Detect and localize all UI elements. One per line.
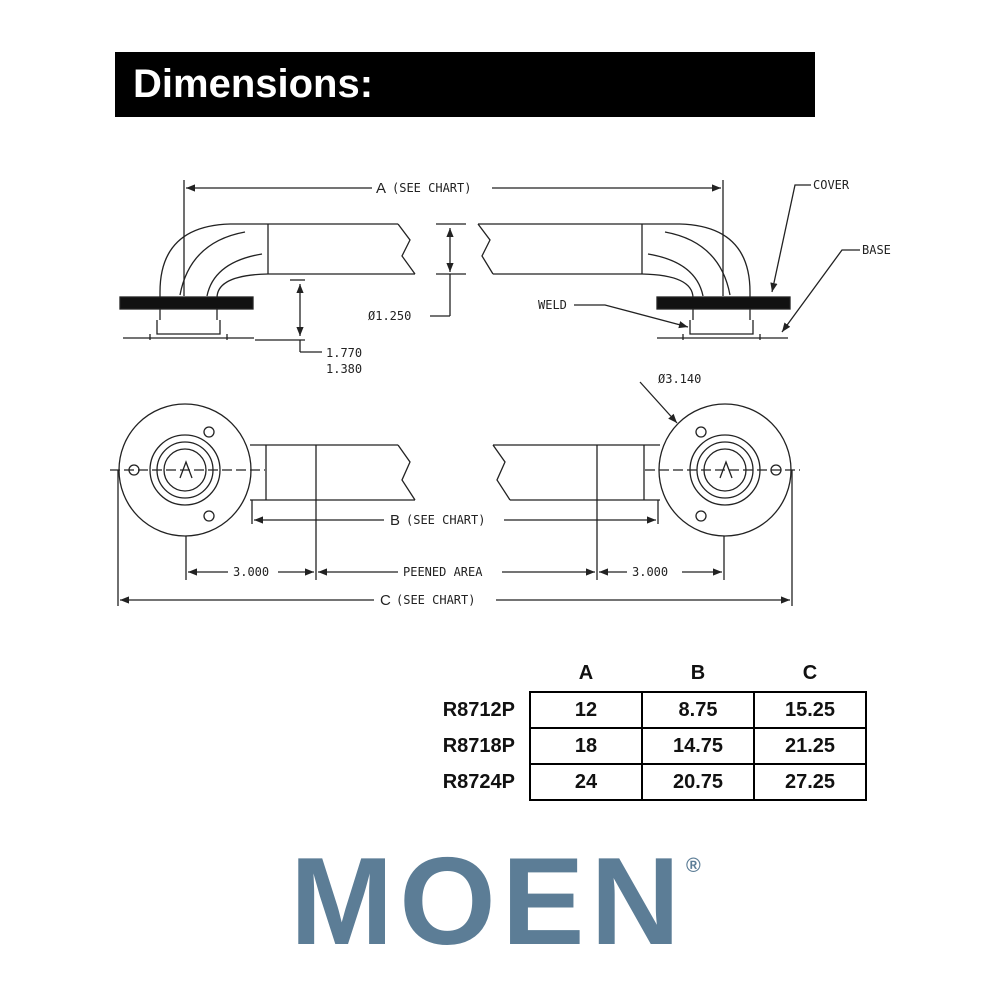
registered-mark: ® (686, 855, 701, 877)
dimensions-table: A B C R8712P 12 8.75 15.25 R8718P 18 14.… (420, 655, 867, 801)
column-header: A (578, 661, 594, 684)
label-cover: COVER (813, 178, 850, 192)
table-cell: 21.25 (753, 727, 867, 765)
label-peened: PEENED AREA (403, 565, 483, 579)
model-number: R8718P (442, 734, 515, 757)
table-cell: 15.25 (753, 691, 867, 729)
page-title: Dimensions: (115, 52, 815, 117)
brand-name: MOEN (290, 833, 686, 971)
label-c: C (380, 592, 391, 609)
brand-logo: MOEN® (290, 840, 701, 964)
label-a-note: (SEE CHART) (392, 181, 471, 195)
label-height-1: 1.770 (326, 346, 362, 360)
table-row: R8724P 24 20.75 27.25 (420, 763, 867, 801)
label-tube-diameter: Ø1.250 (368, 309, 411, 323)
label-dim-right: 3.000 (632, 565, 668, 579)
label-flange-diameter: Ø3.140 (658, 372, 701, 386)
label-base: BASE (862, 243, 891, 257)
side-view (119, 180, 860, 353)
table-cell: 20.75 (641, 763, 755, 801)
table-cell: 8.75 (641, 691, 755, 729)
table-cell: 24 (529, 763, 643, 801)
table-cell: 18 (529, 727, 643, 765)
model-number: R8724P (442, 770, 515, 793)
model-number: R8712P (442, 698, 515, 721)
label-height-2: 1.380 (326, 362, 362, 376)
table-row: R8718P 18 14.75 21.25 (420, 727, 867, 765)
table-cell: 12 (529, 691, 643, 729)
table-row: R8712P 12 8.75 15.25 (420, 691, 867, 729)
label-b-note: (SEE CHART) (406, 513, 485, 527)
label-c-note: (SEE CHART) (396, 593, 475, 607)
label-a: A (376, 180, 386, 197)
label-dim-left: 3.000 (233, 565, 269, 579)
label-weld: WELD (538, 298, 567, 312)
column-header: C (802, 661, 818, 684)
column-header: B (690, 661, 706, 684)
table-header-row: A B C (420, 655, 866, 692)
grab-bar-drawing: A (SEE CHART) COVER BASE WELD Ø1.250 1.7… (110, 178, 891, 609)
table-cell: 27.25 (753, 763, 867, 801)
label-b: B (390, 512, 400, 529)
table-cell: 14.75 (641, 727, 755, 765)
top-view (110, 381, 800, 606)
